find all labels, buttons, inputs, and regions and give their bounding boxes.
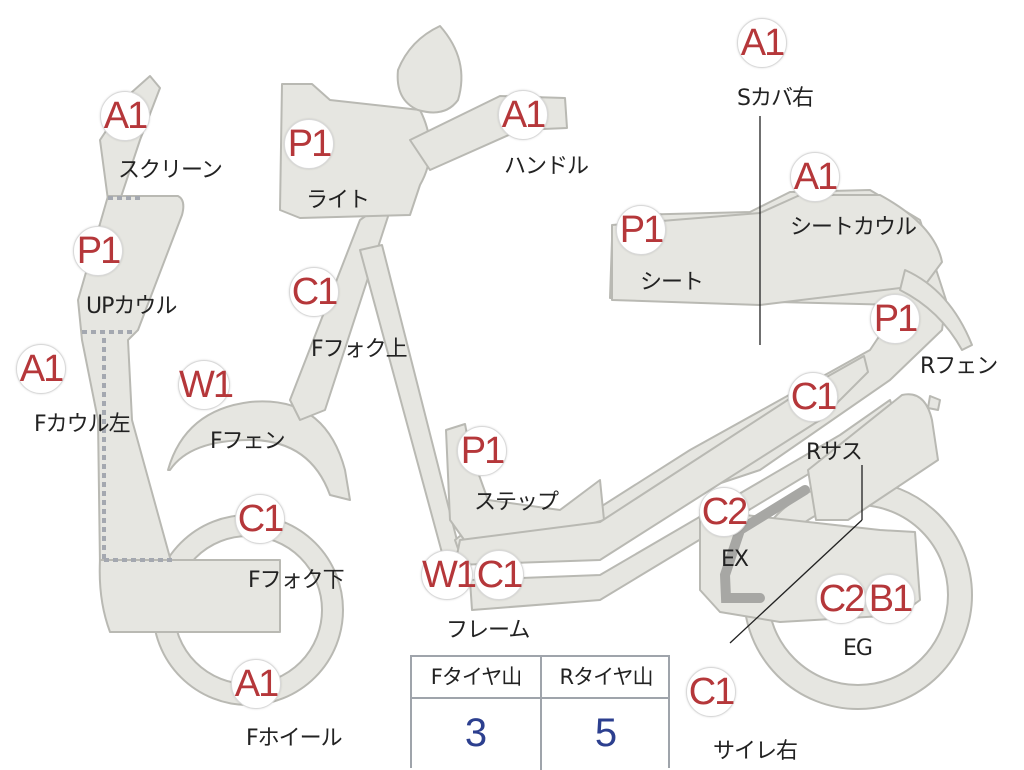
label-front-fender: Fフェン [210,429,286,454]
grade-badge-front-fender: W1 [178,360,234,410]
grade-badge-step: P1 [457,426,507,476]
front-tread-value: 3 [464,711,488,755]
grade-badge-side-cover-right: A1 [737,18,787,68]
grade-badge-light: P1 [284,119,334,169]
exhaust-pipe-shape [719,485,810,603]
rear-tread-value: 5 [594,711,618,755]
label-handle: ハンドル [504,154,589,179]
rear-tread-header: Rタイヤ山 [542,657,670,699]
label-step: ステップ [474,490,559,515]
label-front-fork-upper: Fフォク上 [311,337,408,362]
rear-shock-shape [807,393,939,521]
grade-badge-engine-c: C2 [816,574,866,624]
label-screen: スクリーン [118,158,223,183]
grade-badge-rear-fender: P1 [870,294,920,344]
grade-badge-front-cowl-left: A1 [16,344,66,394]
grade-badge-seat: P1 [616,205,666,255]
label-front-wheel: Fホイール [246,726,343,751]
label-frame: フレーム [446,618,530,643]
label-light: ライト [306,188,370,213]
grade-badge-frame-w: W1 [421,550,477,600]
grade-badge-frame: C1 [474,550,524,600]
grade-badge-engine: B1 [865,574,915,624]
grade-badge-rear-suspension: C1 [788,372,838,422]
front-fender-shape [167,400,351,501]
label-upper-cowl: UPカウル [86,294,177,319]
grade-badge-seat-cowl: A1 [790,152,840,202]
mirror-shape [396,25,463,114]
grade-badge-front-fork-upper: C1 [289,267,339,317]
label-seat-cowl: シートカウル [790,215,917,240]
label-engine: EG [843,636,873,661]
label-exhaust: EX [721,547,749,572]
label-rear-suspension: Rサス [806,440,863,465]
front-tread-header: Fタイヤ山 [412,657,540,699]
rear-fender-shape [899,269,973,351]
tire-tread-table: Fタイヤ山 Rタイヤ山 3 5 [410,655,670,770]
label-side-cover-right: Sカバ右 [737,86,814,111]
seat-shape [611,194,943,306]
table-divider [540,657,542,770]
grade-badge-screen: A1 [100,91,150,141]
grade-badge-front-wheel: A1 [231,659,281,709]
label-front-fork-lower: Fフォク下 [248,568,345,593]
label-seat: シート [640,270,704,295]
label-muffler-right: サイレ右 [713,739,798,764]
front-cowl-shape [77,195,185,566]
grade-badge-muffler-right: C1 [686,667,736,717]
grade-badge-handle: A1 [498,90,548,140]
grade-badge-front-fork-lower: C1 [235,494,285,544]
label-front-cowl-left: Fカウル左 [34,412,131,437]
grade-badge-upper-cowl: P1 [73,226,123,276]
frame-downtube-shape [359,244,463,576]
label-rear-fender: Rフェン [920,354,998,379]
grade-badge-exhaust: C2 [699,487,749,537]
floor-panel-shape [98,559,281,633]
